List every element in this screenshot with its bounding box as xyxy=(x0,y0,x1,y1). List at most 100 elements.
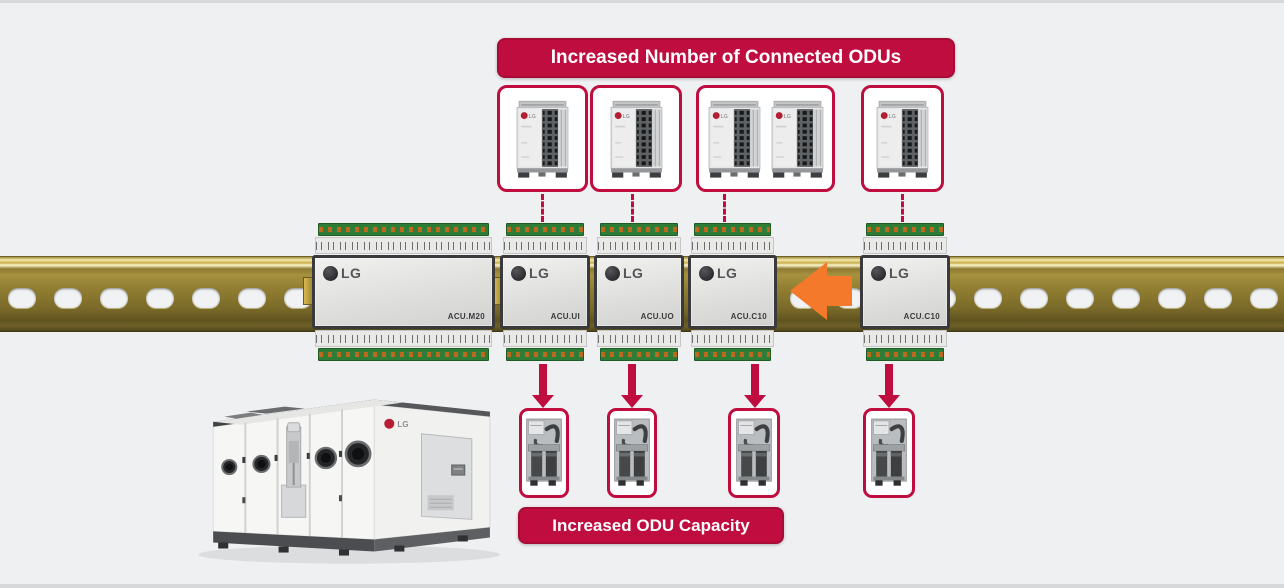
module-label: ACU.UO xyxy=(640,312,674,321)
lg-logo-text: LG xyxy=(529,265,550,281)
valve-image-slot xyxy=(611,413,653,494)
valve-kit-image xyxy=(614,418,650,486)
lg-logo: LG xyxy=(511,265,549,281)
module-label: ACU.C10 xyxy=(730,312,767,321)
module-acu-uo: LG ACU.UO xyxy=(594,222,684,362)
terminal-block xyxy=(694,348,771,361)
left-arrow-icon xyxy=(790,262,852,320)
odu-image: LG xyxy=(771,100,823,178)
module-body: LG ACU.UO xyxy=(594,255,684,329)
lg-logo-icon xyxy=(871,265,886,281)
dashed-connector xyxy=(723,194,726,222)
module-label: ACU.UI xyxy=(550,312,580,321)
valve-image-slot xyxy=(733,413,775,494)
lg-logo: LG xyxy=(699,265,737,281)
dashed-connector xyxy=(541,194,544,222)
svg-text:LG: LG xyxy=(622,114,629,120)
wiring-symbols xyxy=(691,237,774,254)
wiring-symbols xyxy=(597,330,681,347)
rail-slot xyxy=(1250,288,1278,308)
lg-logo: LG xyxy=(605,265,643,281)
rail-slot xyxy=(1112,288,1140,308)
odu-image-slot: LG xyxy=(605,97,668,183)
lg-logo-icon xyxy=(712,112,720,120)
module-body: LG ACU.C10 xyxy=(688,255,777,329)
terminal-block xyxy=(506,348,584,361)
down-arrow-icon xyxy=(744,364,766,408)
valve-card xyxy=(519,408,569,498)
odu-card: LG xyxy=(861,85,944,192)
lg-logo-icon xyxy=(511,265,526,281)
terminal-block xyxy=(600,223,678,236)
terminal-block xyxy=(318,223,489,236)
terminal-block xyxy=(506,223,584,236)
odu-card: LG LG xyxy=(696,85,835,192)
dashed-connector xyxy=(631,194,634,222)
module-body: LG ACU.C10 xyxy=(860,255,950,329)
top-edge-strip xyxy=(0,0,1284,3)
module-label: ACU.C10 xyxy=(903,312,940,321)
odu-image-slot: LG xyxy=(871,97,934,183)
bottom-banner: Increased ODU Capacity xyxy=(518,507,784,544)
odu-image: LG xyxy=(708,100,760,178)
module-acu-c10: LG ACU.C10 xyxy=(688,222,777,362)
rail-slot xyxy=(1066,288,1094,308)
bottom-edge-strip xyxy=(0,584,1284,588)
valve-image-slot xyxy=(523,413,565,494)
odu-image: LG xyxy=(610,100,662,178)
odu-image: LG xyxy=(876,100,929,178)
svg-text:LG: LG xyxy=(783,114,790,120)
lg-logo-icon xyxy=(775,112,783,120)
wiring-symbols xyxy=(597,237,681,254)
lg-logo-text: LG xyxy=(623,265,644,281)
svg-text:LG: LG xyxy=(529,114,536,120)
terminal-block xyxy=(866,223,944,236)
valve-kit-image xyxy=(871,418,907,486)
valve-kit-image xyxy=(526,418,562,486)
odu-image-slot: LG LG xyxy=(703,97,829,183)
rail-slot xyxy=(238,288,266,308)
left-arrow-head xyxy=(790,262,827,320)
terminal-block xyxy=(866,348,944,361)
terminal-block xyxy=(318,348,489,361)
rail-slot xyxy=(8,288,36,308)
module-acu-ui: LG ACU.UI xyxy=(500,222,590,362)
wiring-symbols xyxy=(691,330,774,347)
down-arrow-icon xyxy=(621,364,643,408)
wiring-symbols xyxy=(503,237,587,254)
left-arrow-shaft xyxy=(826,276,852,306)
wiring-symbols xyxy=(863,237,947,254)
wiring-symbols xyxy=(863,330,947,347)
lg-logo-text: LG xyxy=(341,265,362,281)
down-arrow-icon xyxy=(878,364,900,408)
valve-card xyxy=(607,408,657,498)
lg-logo-icon xyxy=(614,112,622,120)
lg-logo-text: LG xyxy=(717,265,738,281)
odu-card: LG xyxy=(590,85,682,192)
rail-slot xyxy=(146,288,174,308)
valve-image-slot xyxy=(868,413,910,494)
wiring-symbols xyxy=(503,330,587,347)
svg-text:LG: LG xyxy=(889,114,896,120)
svg-text:LG: LG xyxy=(720,114,727,120)
terminal-block xyxy=(694,223,771,236)
valve-kit-image xyxy=(736,418,772,486)
wiring-symbols xyxy=(315,237,492,254)
ahu-image: LG xyxy=(198,399,500,564)
rail-slot xyxy=(1158,288,1186,308)
wiring-symbols xyxy=(315,330,492,347)
rail-slot xyxy=(54,288,82,308)
odu-card: LG xyxy=(497,85,588,192)
rail-slot xyxy=(100,288,128,308)
lg-logo-icon xyxy=(699,265,714,281)
terminal-block xyxy=(600,348,678,361)
odu-image: LG xyxy=(516,100,569,178)
dashed-connector xyxy=(901,194,904,222)
rail-slot xyxy=(192,288,220,308)
valve-card xyxy=(863,408,915,498)
lg-logo-icon xyxy=(605,265,620,281)
odu-image-slot: LG xyxy=(511,97,574,183)
lg-logo-icon xyxy=(880,112,888,120)
rail-slot xyxy=(1204,288,1232,308)
